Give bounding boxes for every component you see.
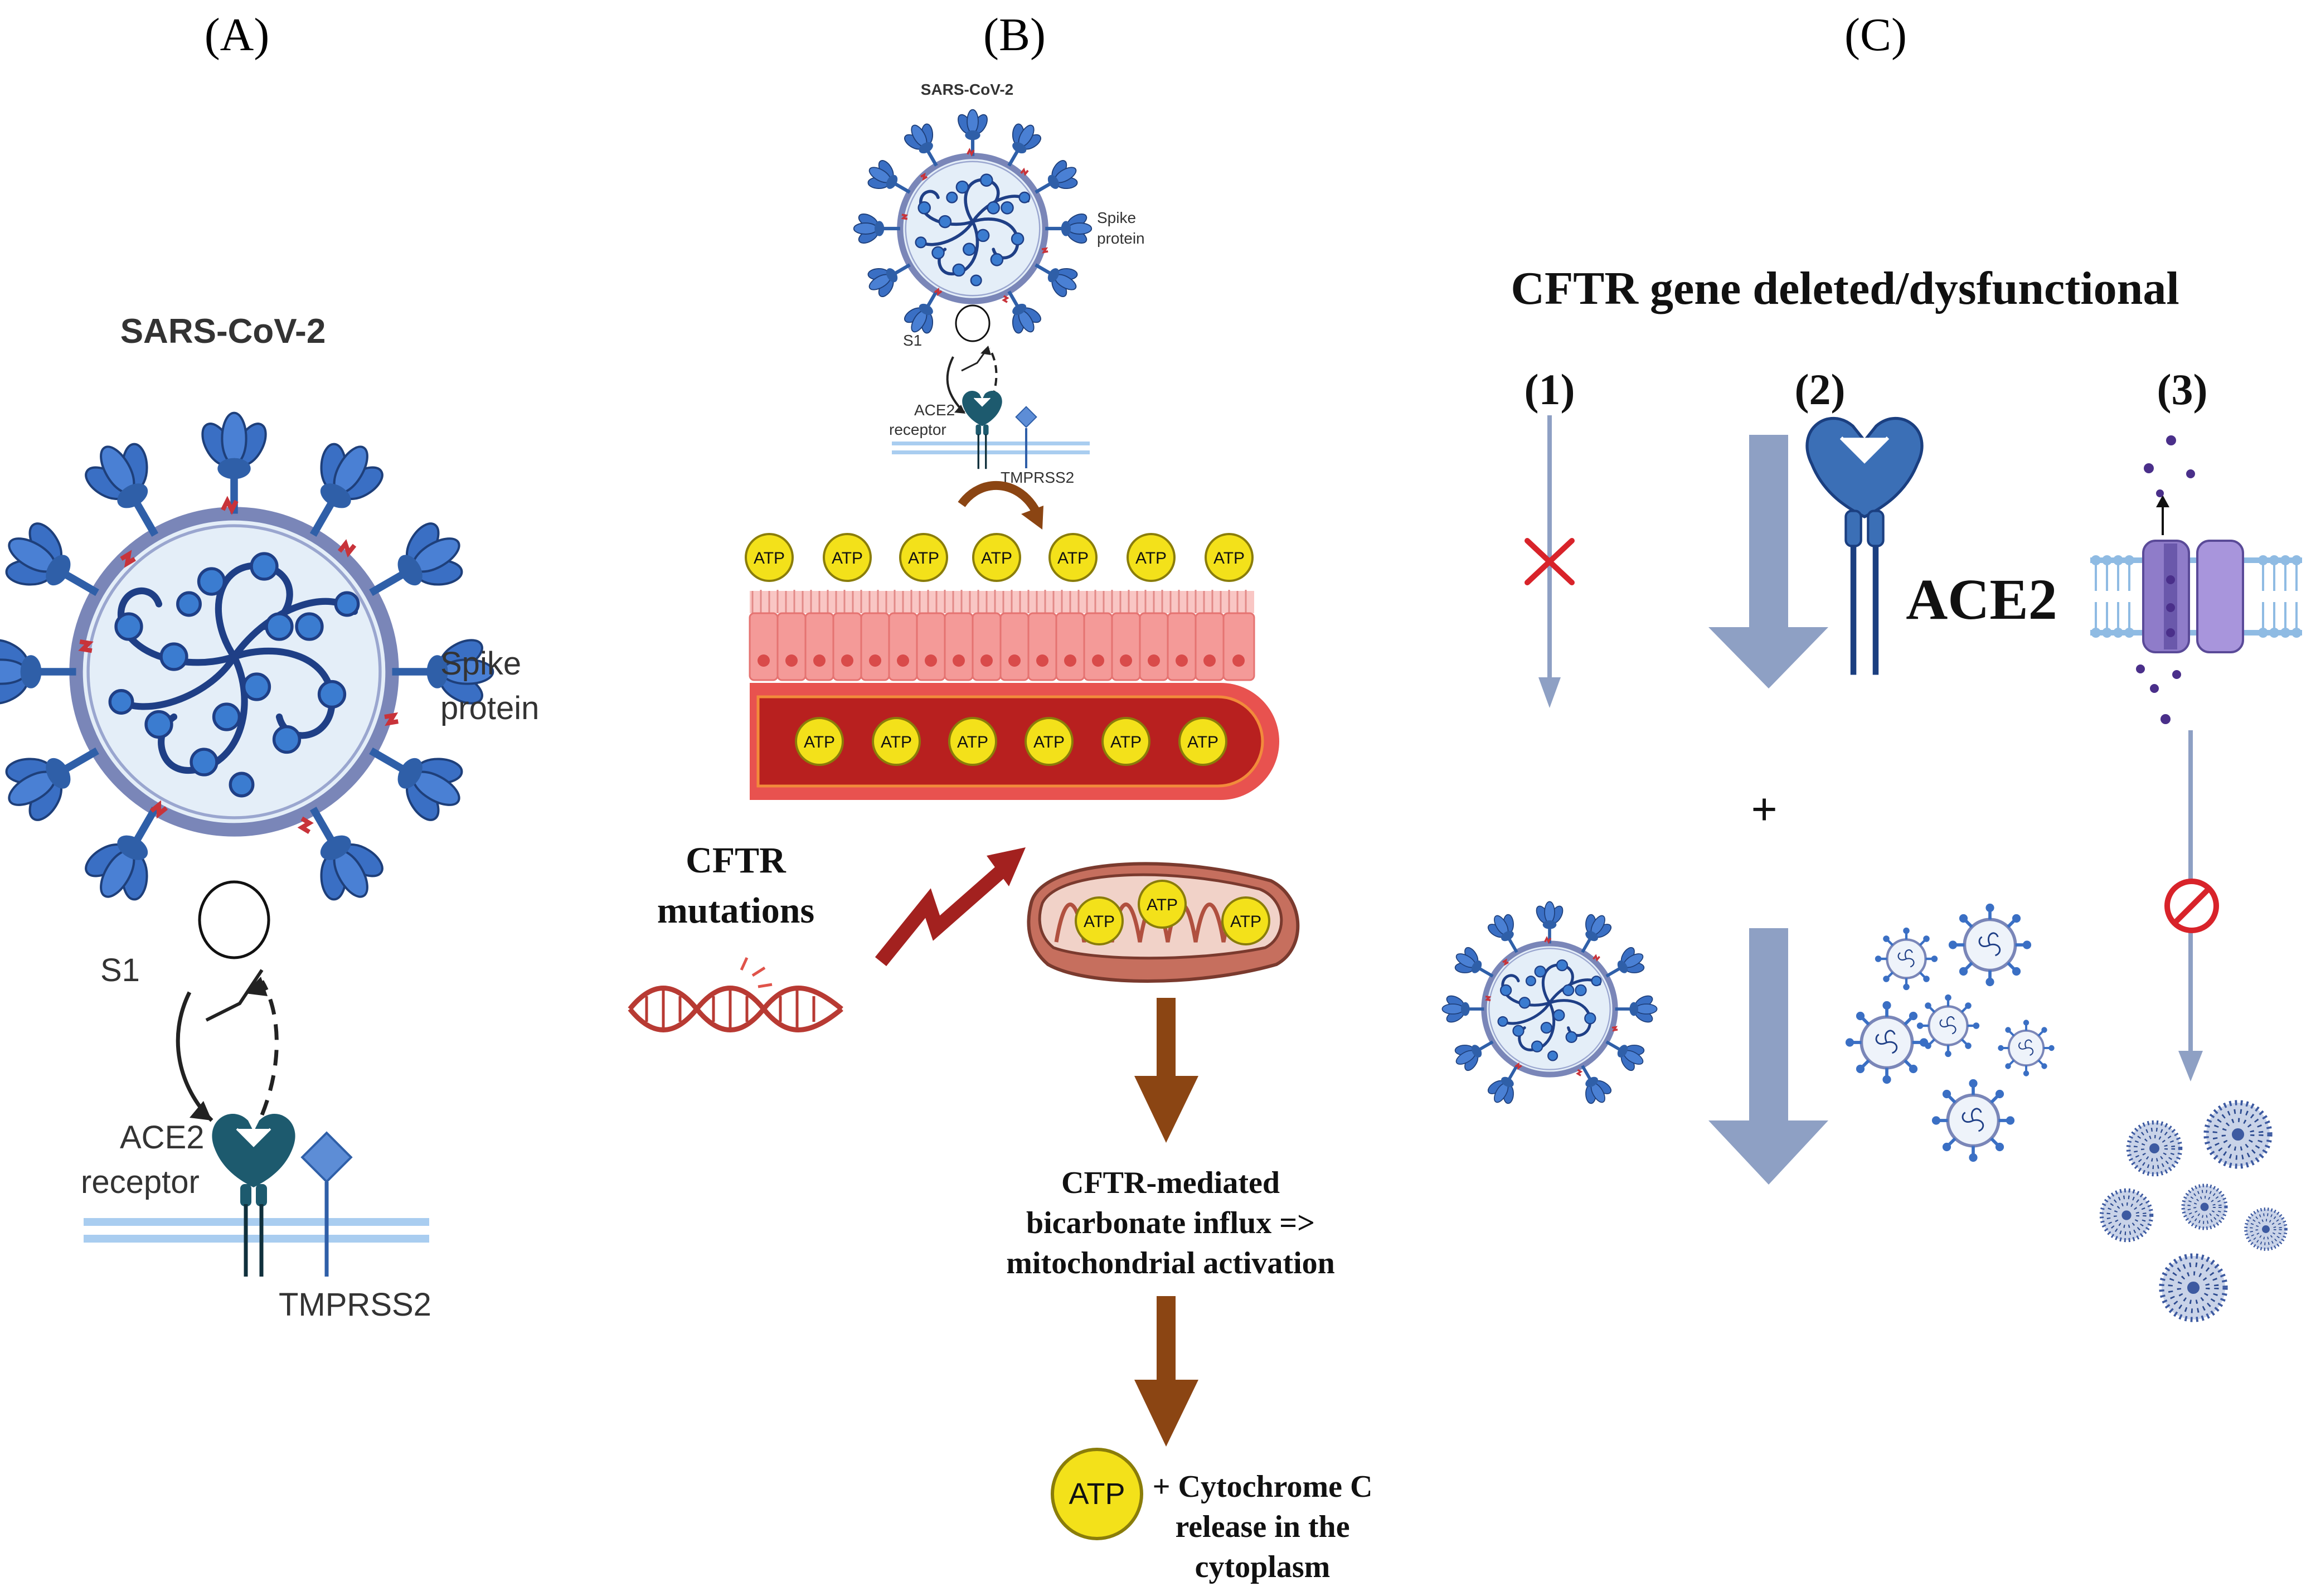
panel-b-cftr-mutations-1: CFTR — [686, 840, 786, 881]
atp-label: ATP — [1110, 733, 1142, 751]
panel-b-atp-large: ATP — [1051, 1448, 1143, 1540]
panel-b-dna-icon — [628, 957, 843, 1032]
panel-c-virus-cluster — [1846, 904, 2056, 1162]
panel-b-ace2-label-1: ACE2 — [914, 401, 955, 419]
panel-c-inhibit-icon — [2164, 879, 2219, 933]
panel-b-cftr-mutations-2: mutations — [657, 890, 814, 931]
atp-label: ATP — [1084, 913, 1115, 931]
panel-a: (A) SARS-CoV-2 Spike protein S1 ACE2 rec… — [0, 9, 539, 1323]
panel-b-mitochondrion: ATP ATP ATP — [1027, 862, 1300, 983]
panel-b-release-arrow — [985, 347, 998, 410]
panel-a-ace2-label-1: ACE2 — [120, 1119, 205, 1156]
panel-b-spike-label-2: protein — [1097, 230, 1145, 247]
atp-label: ATP — [1135, 549, 1167, 567]
atp-label: ATP — [804, 733, 835, 751]
panel-c-ace2-label: ACE2 — [1906, 567, 2057, 632]
panel-b-ace2-receptor — [961, 390, 1003, 470]
panel-b-binding-arrowhead — [954, 405, 965, 414]
panel-c-ion-dots — [2136, 435, 2195, 724]
panel-b-release-2: release in the — [1175, 1510, 1349, 1544]
panel-c-item1-cross-icon — [1525, 538, 1575, 585]
panel-b-swap-arrow — [961, 347, 989, 372]
panel-b-virus-title: SARS-CoV-2 — [921, 81, 1013, 98]
panel-b: (B) SARS-CoV-2 Spike protein S1 ACE2 rec… — [628, 9, 1373, 1584]
panel-a-spike-label-2: protein — [440, 690, 539, 726]
panel-c-ace2-receptor — [1805, 416, 1924, 675]
panel-a-binding-arrowhead — [190, 1101, 212, 1120]
atp-large-label: ATP — [1069, 1477, 1125, 1511]
atp-label: ATP — [881, 733, 912, 751]
atp-label: ATP — [754, 549, 785, 567]
panel-a-tmprss2-label: TMPRSS2 — [279, 1287, 431, 1323]
panel-c-title: CFTR gene deleted/dysfunctional — [1511, 263, 2179, 314]
panel-a-release-arrowhead — [245, 977, 268, 996]
panel-c-item3-label: (3) — [2157, 365, 2208, 414]
panel-c-item2-down-arrow — [1708, 928, 1828, 1185]
panel-a-virus-particle — [0, 413, 493, 915]
panel-a-ace2-label-2: receptor — [81, 1164, 200, 1200]
panel-b-release-1: + Cytochrome C — [1153, 1469, 1373, 1504]
atp-label: ATP — [981, 549, 1012, 567]
panel-c-item1-arrow — [1538, 415, 1561, 708]
panel-b-entry-arrow — [958, 481, 1041, 515]
atp-label: ATP — [1230, 913, 1261, 931]
panel-a-membrane — [84, 1218, 429, 1243]
panel-a-release-arrow — [260, 980, 279, 1116]
atp-label: ATP — [908, 549, 939, 567]
panel-b-trend-arrow — [875, 847, 1026, 967]
atp-label: ATP — [1147, 896, 1178, 914]
panel-a-s1-label: S1 — [100, 952, 140, 988]
panel-b-tmprss2 — [1015, 406, 1037, 468]
panel-b-label: (B) — [983, 9, 1046, 61]
panel-b-s1-label: S1 — [903, 332, 922, 349]
panel-c: (C) CFTR gene deleted/dysfunctional (1) … — [1442, 9, 2302, 1320]
panel-b-mediated-2: bicarbonate influx => — [1026, 1206, 1315, 1240]
panel-b-spike-label-1: Spike — [1097, 209, 1136, 226]
panel-a-label: (A) — [205, 9, 270, 61]
panel-b-ace2-label-2: receptor — [889, 421, 946, 438]
panel-c-membrane-channel — [2090, 495, 2302, 653]
panel-c-item2-up-arrow — [1708, 435, 1828, 688]
panel-c-label: (C) — [1844, 9, 1907, 61]
panel-b-blood-vessel — [750, 683, 1279, 800]
panel-a-s1-circle — [198, 880, 270, 959]
panel-b-s1-circle — [955, 304, 991, 342]
atp-label: ATP — [957, 733, 988, 751]
panel-a-spike-label-1: Spike — [440, 646, 521, 682]
panel-b-down-arrow-1 — [1134, 998, 1198, 1143]
panel-b-membrane — [892, 442, 1090, 454]
panel-c-item2-label: (2) — [1795, 365, 1846, 414]
panel-b-release-3: cytoplasm — [1195, 1550, 1331, 1584]
panel-a-ace2-receptor — [212, 1114, 295, 1277]
panel-b-mediated-3: mitochondrial activation — [1006, 1246, 1335, 1280]
panel-c-plus-sign: + — [1751, 784, 1778, 836]
panel-a-tmprss2 — [300, 1131, 353, 1277]
panel-a-binding-arrow — [176, 991, 213, 1122]
panel-b-down-arrow-2 — [1134, 1296, 1198, 1447]
atp-label: ATP — [1213, 549, 1245, 567]
panel-c-virus-spiky-cluster — [2101, 1103, 2286, 1320]
panel-c-virus-particle — [1442, 901, 1657, 1110]
panel-c-item1-label: (1) — [1525, 365, 1575, 414]
atp-label: ATP — [1187, 733, 1218, 751]
panel-a-virus-title: SARS-CoV-2 — [120, 312, 326, 351]
atp-label: ATP — [1033, 733, 1065, 751]
panel-b-entry-arrowhead — [1021, 506, 1043, 530]
panel-b-mediated-1: CFTR-mediated — [1061, 1166, 1280, 1200]
panel-b-tmprss2-label: TMPRSS2 — [1001, 469, 1074, 486]
atp-label: ATP — [1057, 549, 1089, 567]
panel-a-swap-arrow — [205, 969, 264, 1022]
panel-b-epithelium — [749, 590, 1255, 681]
atp-label: ATP — [832, 549, 863, 567]
